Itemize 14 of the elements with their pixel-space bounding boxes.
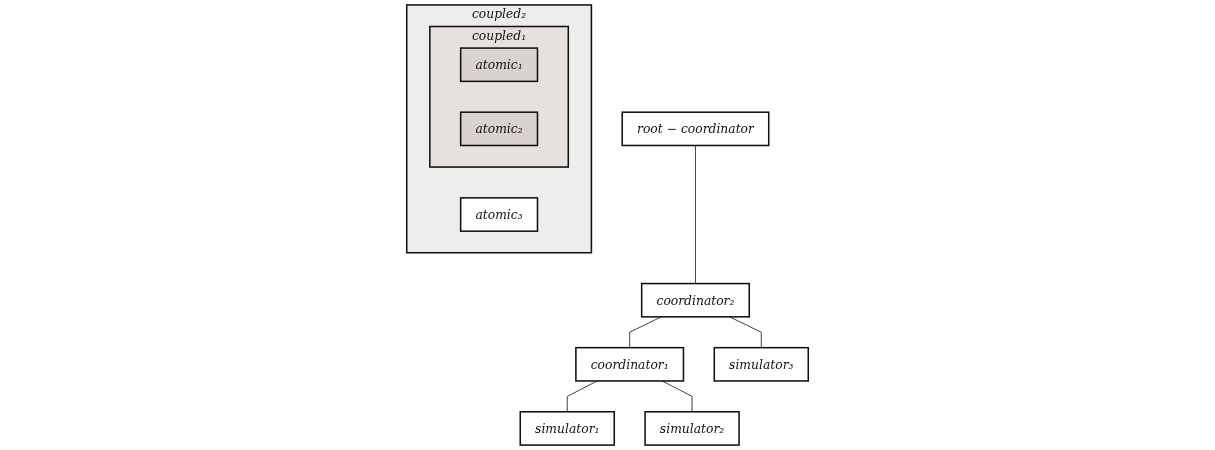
node-box: simulator₁ — [519, 411, 616, 446]
node-box: atomic₃ — [459, 197, 539, 232]
connector — [729, 316, 762, 349]
node-box: atomic₁ — [459, 47, 539, 83]
connector — [629, 316, 662, 349]
node-box: coordinator₂ — [640, 282, 751, 318]
node-box: simulator₂ — [644, 411, 740, 446]
connector — [661, 380, 693, 413]
connector — [566, 380, 598, 413]
connector — [695, 145, 696, 284]
node-box: coordinator₁ — [575, 346, 685, 382]
node-box: simulator₃ — [713, 346, 810, 382]
node-box: root − coordinator — [621, 111, 770, 147]
node-box: atomic₂ — [459, 111, 539, 147]
